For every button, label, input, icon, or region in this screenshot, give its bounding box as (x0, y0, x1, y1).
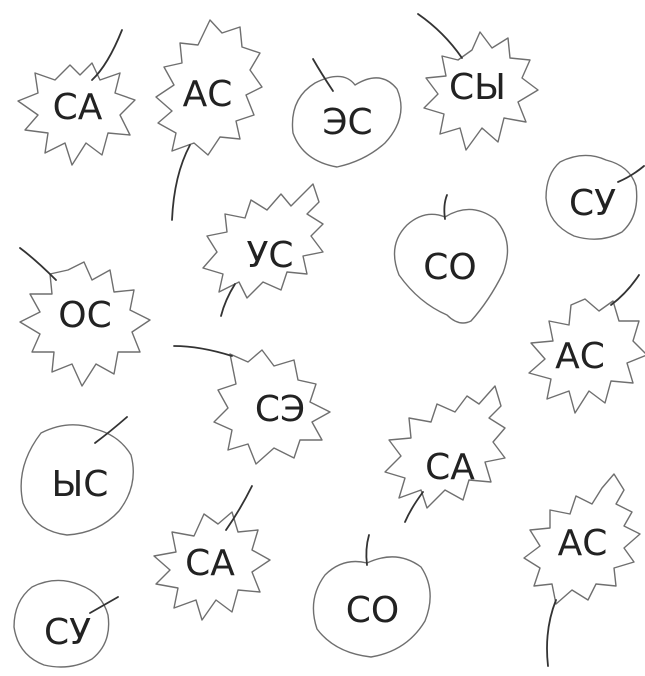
syllable-label: СЭ (254, 389, 306, 430)
leaf-yc-1: ЫС (15, 415, 145, 545)
syllable-label: АС (557, 523, 608, 564)
linden-leaf-icon (312, 534, 431, 658)
syllable-label: АС (555, 336, 605, 377)
leaf-ca-2: СА (375, 380, 525, 525)
leaf-ce-1: СЭ (170, 340, 360, 470)
syllable-label: СА (52, 87, 103, 128)
leaf-ca-1: СА (10, 25, 145, 170)
leaf-cu-2: СУ (10, 575, 125, 673)
syllable-label: СЫ (449, 67, 506, 108)
linden-leaf-icon (13, 579, 119, 668)
leaf-uc-1: УС (195, 180, 345, 320)
linden-leaf-icon (545, 154, 645, 240)
leaf-ac-1: АС (150, 15, 265, 225)
oak-leaf-icon (523, 473, 641, 667)
oak-leaf-icon (155, 19, 263, 221)
oak-leaf-icon (384, 385, 506, 523)
linden-leaf-icon (291, 58, 402, 168)
syllable-label: СА (185, 543, 235, 584)
syllable-label: СА (425, 447, 475, 488)
leaf-cu-1: СУ (540, 148, 645, 243)
leaf-ac-2: АС (515, 274, 645, 420)
syllable-label: УС (246, 235, 294, 276)
syllable-label: СУ (43, 612, 92, 653)
maple-leaf-icon (19, 247, 151, 387)
leaf-ca-3: СА (140, 480, 280, 625)
maple-leaf-icon (528, 274, 645, 414)
syllable-label: СУ (568, 183, 617, 224)
leaf-cy-1: СЫ (410, 10, 545, 160)
syllable-label: ЭС (322, 102, 373, 143)
maple-leaf-icon (417, 13, 539, 151)
oak-leaf-icon (202, 183, 324, 317)
leaf-co-1: СО (385, 194, 515, 335)
syllable-label: ОС (58, 295, 112, 336)
leaf-co-2: СО (305, 534, 440, 665)
linden-leaf-icon (20, 416, 134, 536)
leaf-ac-3: АС (520, 470, 645, 670)
syllable-label: ЫС (51, 464, 109, 505)
maple-leaf-icon (153, 485, 271, 621)
leaf-oc-1: ОС (10, 240, 160, 390)
linden-leaf-icon (393, 194, 509, 324)
leaf-es-1: ЭС (285, 55, 410, 175)
syllable-label: СО (345, 590, 400, 631)
maple-leaf-icon (17, 29, 136, 166)
oak-leaf-icon (173, 345, 331, 465)
syllable-label: СО (423, 247, 477, 288)
syllable-label: АС (182, 74, 233, 115)
